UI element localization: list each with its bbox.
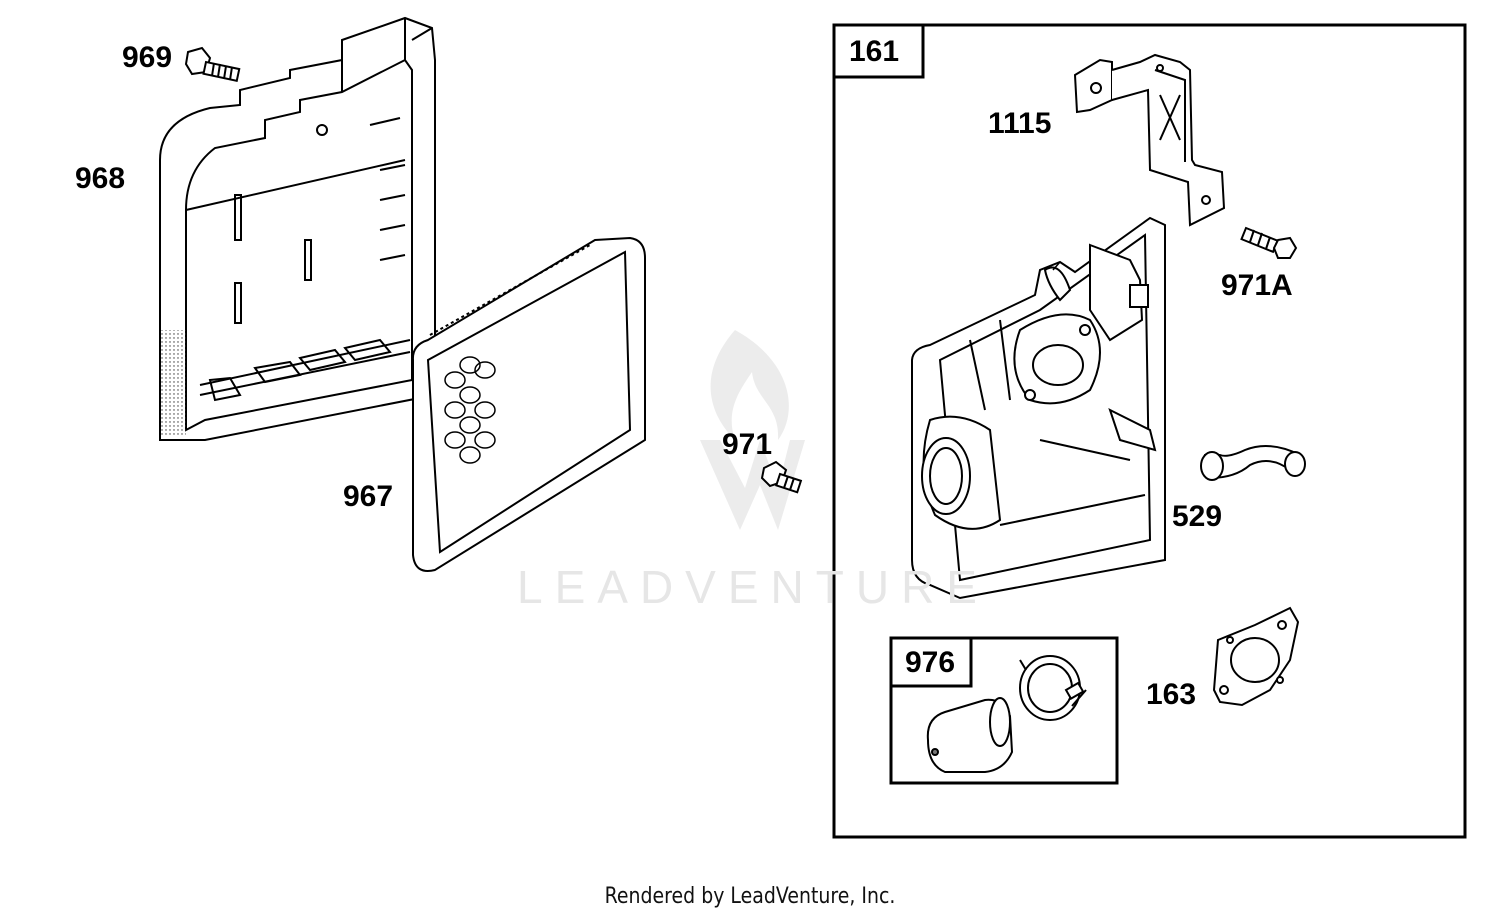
part-1115-bracket <box>1073 53 1226 227</box>
kit-976-box <box>889 636 1119 785</box>
part-967-filter <box>411 236 646 572</box>
part-976-primer-bulb <box>926 697 1014 773</box>
part-976-retainer-ring <box>1019 655 1087 721</box>
part-969-screw <box>184 46 241 82</box>
callout-161: 161 <box>849 35 900 68</box>
part-161-base <box>911 216 1166 600</box>
watermark-text: LEADVENTURE <box>517 561 989 613</box>
callout-971: 971 <box>722 428 773 461</box>
watermark-logo <box>700 330 805 530</box>
assembly-161-box <box>832 23 1467 839</box>
callout-529: 529 <box>1172 500 1223 533</box>
rendered-by-footer: Rendered by LeadVenture, Inc. <box>604 884 896 909</box>
callout-969: 969 <box>122 41 173 74</box>
callout-163: 163 <box>1146 678 1197 711</box>
callout-1115: 1115 <box>988 107 1052 140</box>
leader-lines <box>1052 261 1061 271</box>
part-971a-screw <box>1240 226 1298 259</box>
part-971-screw <box>760 460 803 494</box>
callout-976: 976 <box>905 646 956 679</box>
callout-971a: 971A <box>1221 269 1293 302</box>
part-163-gasket <box>1212 606 1300 707</box>
callout-967: 967 <box>343 480 394 513</box>
callout-968: 968 <box>75 162 126 195</box>
part-968-housing <box>159 16 436 441</box>
part-529-tube <box>1200 445 1306 481</box>
